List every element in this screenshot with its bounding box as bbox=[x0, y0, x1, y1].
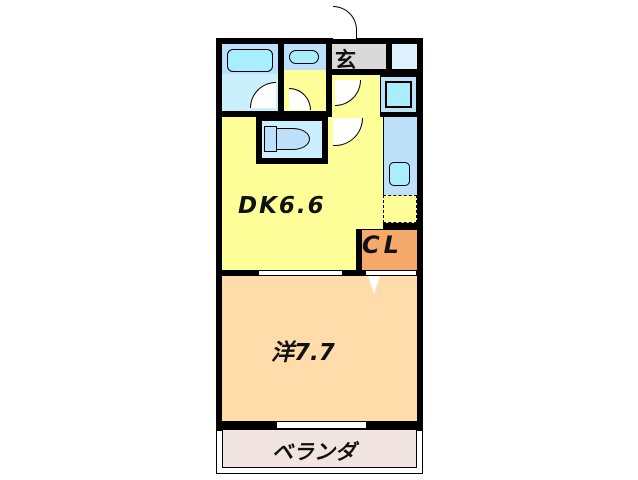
dk-label: DK6.6 bbox=[238, 193, 326, 219]
toilet-tank-icon bbox=[264, 126, 277, 152]
sink-icon bbox=[389, 162, 410, 186]
washing-machine-drum-icon bbox=[385, 81, 412, 108]
closet-door-icon bbox=[365, 270, 417, 276]
sliding-door-icon bbox=[258, 270, 343, 276]
bathtub-icon bbox=[227, 49, 273, 72]
balcony bbox=[222, 430, 417, 468]
closet bbox=[362, 230, 417, 270]
balcony-label: ベランダ bbox=[272, 440, 356, 464]
front-door-icon[interactable] bbox=[333, 6, 357, 39]
window-icon bbox=[276, 421, 367, 429]
closet-door-arrow-icon bbox=[368, 276, 380, 294]
storage-box bbox=[392, 44, 417, 69]
fridge-space-icon bbox=[383, 195, 417, 223]
entrance-label: 玄 bbox=[335, 48, 356, 72]
toilet-icon bbox=[276, 128, 310, 150]
washbasin-icon bbox=[289, 50, 319, 64]
western-room-label: 洋7.7 bbox=[271, 340, 335, 366]
closet-label: CL bbox=[362, 231, 403, 259]
entrance bbox=[332, 44, 386, 69]
dk-upper-strip bbox=[222, 117, 256, 164]
western-room bbox=[222, 276, 417, 421]
